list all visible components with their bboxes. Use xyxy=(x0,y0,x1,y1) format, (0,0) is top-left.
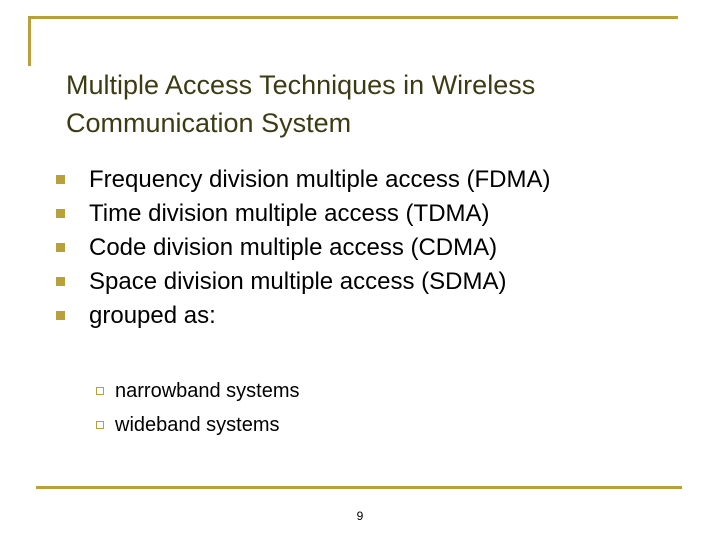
hollow-square-bullet-icon xyxy=(96,387,104,395)
square-bullet-icon xyxy=(56,243,65,252)
bullet-item-tdma: Time division multiple access (TDMA) xyxy=(56,197,550,231)
sub-bullet-item-wideband: wideband systems xyxy=(96,408,300,442)
square-bullet-icon xyxy=(56,175,65,184)
square-bullet-icon xyxy=(56,209,65,218)
bullet-item-grouped: grouped as: xyxy=(56,299,550,333)
bullet-text: Space division multiple access (SDMA) xyxy=(89,268,507,295)
bullet-list: Frequency division multiple access (FDMA… xyxy=(56,163,550,333)
bullet-item-sdma: Space division multiple access (SDMA) xyxy=(56,265,550,299)
slide-title: Multiple Access Techniques in Wireless C… xyxy=(66,70,536,138)
bullet-item-cdma: Code division multiple access (CDMA) xyxy=(56,231,550,265)
hollow-square-bullet-icon xyxy=(96,421,104,429)
bullet-text: Frequency division multiple access (FDMA… xyxy=(89,166,551,193)
bullet-text: Code division multiple access (CDMA) xyxy=(89,234,498,261)
sub-bullet-list: narrowband systems wideband systems xyxy=(96,374,300,442)
sub-bullet-text: narrowband systems xyxy=(115,380,300,402)
sub-bullet-text: wideband systems xyxy=(115,414,280,436)
sub-bullet-item-narrowband: narrowband systems xyxy=(96,374,300,408)
page-number: 9 xyxy=(356,509,364,523)
left-frame-line xyxy=(28,16,31,66)
bullet-text: grouped as: xyxy=(89,302,216,329)
bullet-item-fdma: Frequency division multiple access (FDMA… xyxy=(56,163,550,197)
footer-divider xyxy=(36,486,682,489)
bullet-text: Time division multiple access (TDMA) xyxy=(89,200,490,227)
square-bullet-icon xyxy=(56,277,65,286)
square-bullet-icon xyxy=(56,311,65,320)
top-frame-line xyxy=(28,16,678,19)
